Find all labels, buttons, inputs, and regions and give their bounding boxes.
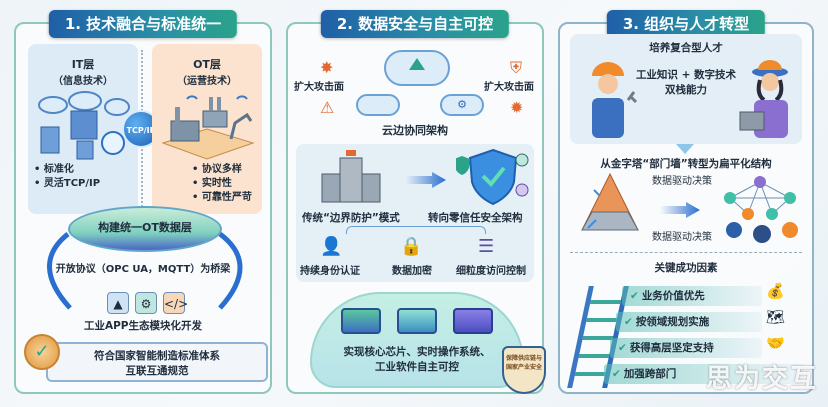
transition-arrow-icon: [406, 172, 446, 188]
autonomy-line-2: 工业软件自主可控: [375, 361, 459, 373]
handshake-icon: 🤝: [766, 334, 785, 352]
shield-x-icon: ⛨: [510, 58, 523, 77]
ot-layer-title: OT层: [193, 58, 221, 71]
it-layer-box: IT层 （信息技术） • 标准化 • 灵活TCP/IP: [28, 44, 138, 214]
app-icons: ▲ ⚙ </>: [104, 292, 188, 314]
it-bullet: • 标准化: [34, 164, 74, 175]
factor-item: ✔按领域规划实施: [616, 312, 762, 332]
unified-data-layer: 构建统一OT数据层: [68, 206, 222, 252]
cycle-arrows-icon: [47, 232, 243, 310]
check-icon: ✔: [630, 290, 639, 302]
section-divider: [570, 252, 802, 253]
money-bag-chart-icon: 💰: [766, 282, 785, 300]
ot-layer-subtitle: （运营技术）: [177, 76, 237, 87]
decision-label-top: 数据驱动决策: [652, 176, 712, 187]
factor-item: ✔获得高层坚定支持: [610, 338, 762, 358]
bridge-label: 开放协议（OPC UA，MQTT）为桥梁: [55, 264, 231, 275]
factor-item: ✔业务价值优先: [622, 286, 762, 306]
measure-access-control: 细粒度访问控制: [456, 266, 526, 277]
warning-icon: ⚠: [320, 98, 335, 117]
down-arrow-icon: [676, 144, 694, 154]
panel-tech-integration: 1. 技术融合与标准统一 IT层 （信息技术） • 标准化 • 灵活TCP/IP…: [14, 10, 272, 394]
attack-bug-icon: ✸: [320, 58, 334, 77]
ot-bullet: • 协议多样: [192, 164, 242, 175]
gear-icon: ⚙: [135, 292, 157, 314]
watermark: 思为交互: [705, 364, 818, 394]
data-layer-label: 构建统一OT数据层: [98, 221, 192, 234]
brace-divider: [346, 226, 486, 234]
panel-data-security: 2. 数据安全与自主可控 ✸ 扩大攻击面 ⚠ ⚙ ⛨ 扩大攻击面 ✹ 云边协同架…: [286, 10, 546, 394]
standard-line-1: 符合国家智能制造标准体系: [94, 350, 220, 362]
flatten-arrow-icon: [660, 202, 700, 218]
access-control-icon: ☰: [478, 236, 495, 257]
attack-surface-right: 扩大攻击面: [484, 82, 534, 93]
lock-icon: 🔒: [400, 236, 423, 257]
pyramid-icon: [581, 172, 639, 231]
standard-line-2: 互联互通规范: [125, 365, 189, 377]
measure-encryption: 数据加密: [392, 266, 432, 277]
measure-identity: 持续身份认证: [300, 266, 360, 277]
chip-icon: [341, 308, 381, 334]
talent-box: 培养复合型人才 工业知识 + 数字技术 双栈能力: [570, 34, 802, 144]
factor-item: ✔加强跨部门: [604, 364, 804, 384]
talent-line-1: 工业知识 + 数字技术: [635, 69, 737, 81]
edge-cloud-icon: [356, 94, 400, 116]
talent-title: 培养复合型人才: [649, 42, 723, 54]
section-title-1: 1. 技术融合与标准统一: [48, 10, 238, 38]
check-icon: ✔: [618, 342, 627, 354]
section-title-3: 3. 组织与人才转型: [606, 10, 766, 38]
supply-chain-shield-badge: 保障供应链与国家产业安全: [502, 346, 546, 394]
code-icon: </>: [163, 292, 188, 314]
software-chip-icon: [453, 308, 493, 334]
ot-bullet: • 可靠性严苛: [192, 192, 252, 203]
standard-compliance-box: 符合国家智能制造标准体系 互联互通规范: [46, 342, 268, 382]
it-bullet: • 灵活TCP/IP: [34, 178, 101, 189]
factory-robot-icon: [161, 95, 255, 160]
autonomy-dome: 实现核心芯片、实时操作系统、 工业软件自主可控: [310, 292, 524, 388]
map-factory-icon: 🗺: [766, 308, 786, 326]
edge-cloud-gear-icon: ⚙: [440, 94, 484, 116]
central-cloud-icon: [384, 50, 450, 86]
engineer-tablet-icon: [739, 60, 788, 138]
flat-network-team-icon: [724, 176, 798, 243]
structure-title: 从金字塔“部门墙”转型为扁平化结构: [600, 158, 772, 170]
zero-trust-shield-icon: [456, 148, 529, 206]
traditional-perimeter-label: 传统“边界防护”模式: [302, 212, 400, 224]
it-layer-subtitle: （信息技术）: [53, 76, 113, 87]
server-cloud-icon: [38, 91, 130, 160]
check-icon: ✔: [612, 368, 621, 380]
factors-title: 关键成功因素: [654, 262, 718, 274]
identity-auth-icon: 👤: [320, 236, 343, 257]
check-icon: ✔: [624, 316, 633, 328]
engineer-worker-icon: [592, 62, 638, 138]
talent-line-2: 双栈能力: [665, 84, 707, 96]
decision-label-bottom: 数据驱动决策: [652, 232, 712, 243]
autonomy-line-1: 实现核心芯片、实时操作系统、: [343, 346, 491, 358]
ot-layer-box: OT层 （运营技术） • 协议多样 • 实时性 • 可靠性严苛: [152, 44, 262, 214]
attack-surface-left: 扩大攻击面: [294, 82, 344, 93]
app-ecosystem-label: 工业APP生态模块化开发: [83, 320, 203, 332]
section-title-2: 2. 数据安全与自主可控: [320, 10, 510, 38]
cloud-edge-label: 云边协同架构: [382, 124, 448, 137]
os-chip-icon: [397, 308, 437, 334]
castle-icon: [321, 150, 381, 203]
virus-icon: ✹: [510, 98, 524, 117]
certified-medal-icon: ✓: [24, 334, 60, 370]
zero-trust-label: 转向零信任安全架构: [428, 212, 523, 224]
panel-org-talent: 3. 组织与人才转型 培养复合型人才 工业知识 + 数字技术 双栈能力 从金字塔…: [558, 10, 814, 394]
it-layer-title: IT层: [71, 58, 95, 71]
security-model-box: 传统“边界防护”模式 转向零信任安全架构 👤 🔒 ☰ 持续身份认证 数据加密 细…: [296, 144, 534, 282]
building-block-icon: ▲: [107, 292, 129, 314]
ot-bullet: • 实时性: [192, 178, 232, 189]
